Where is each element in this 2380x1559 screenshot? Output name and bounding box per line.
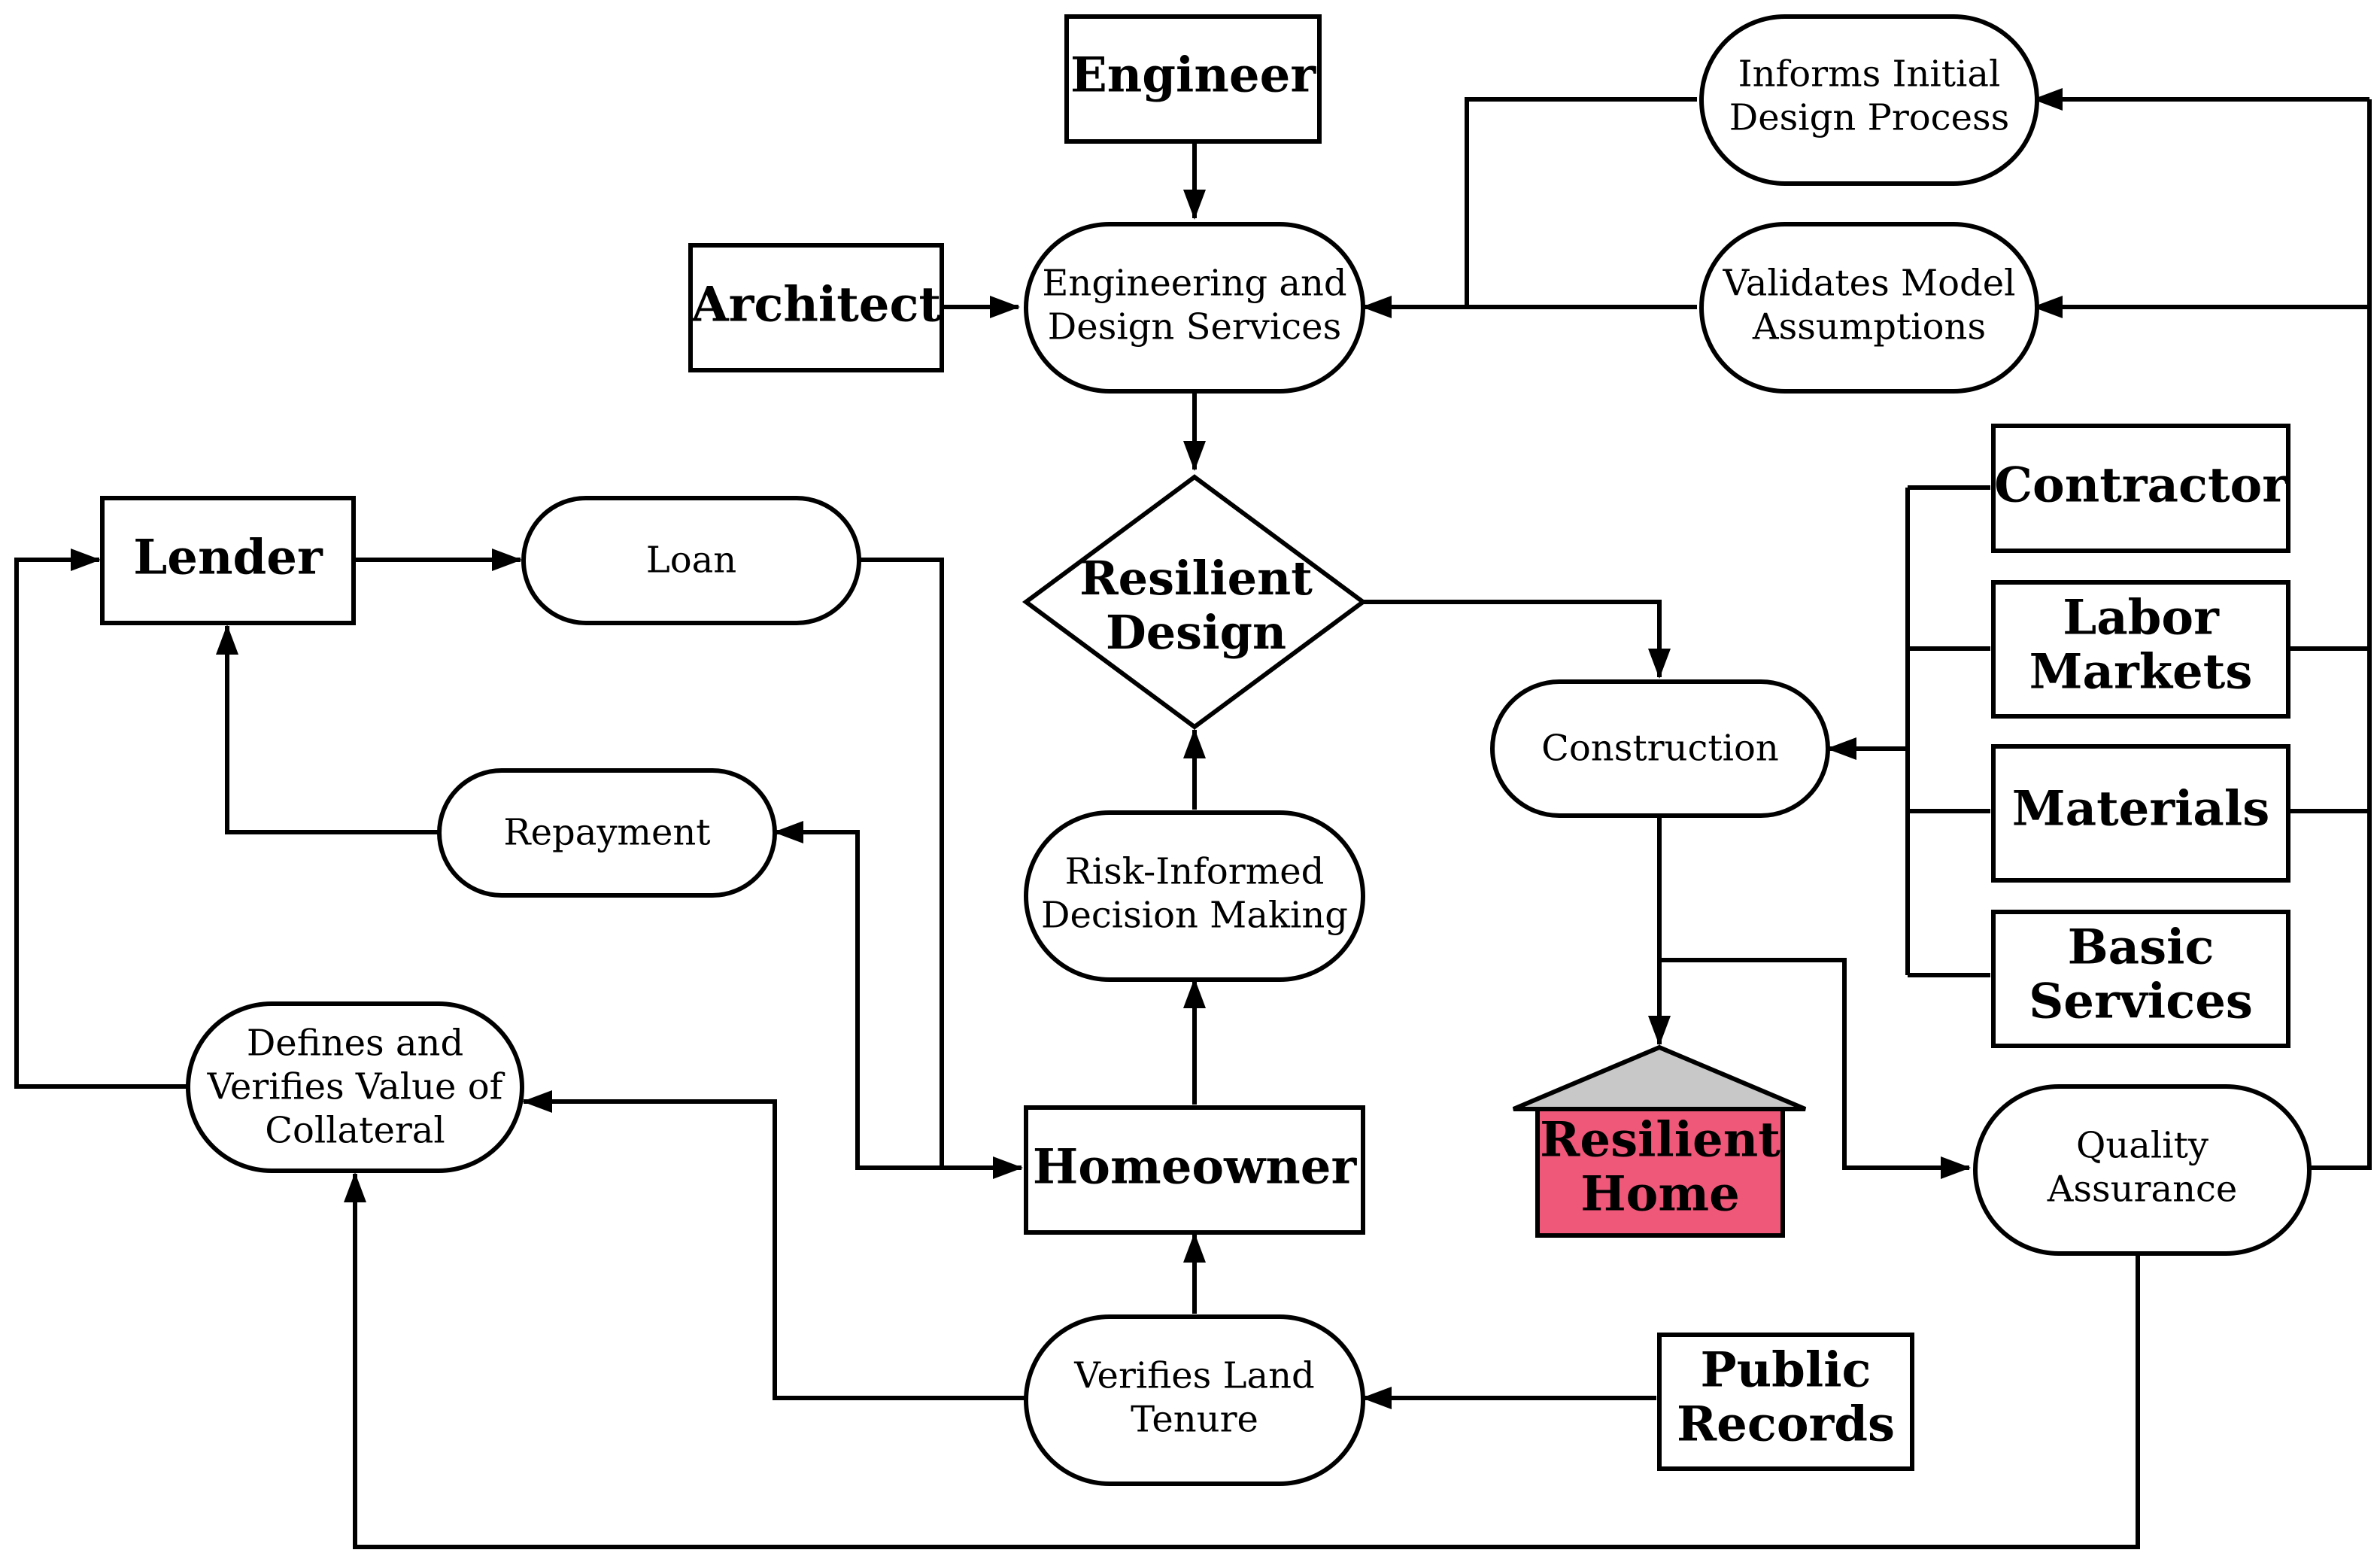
node-resilient-home-line2: Home: [1580, 1166, 1740, 1223]
edge-quality-assurance-to-collateral: [344, 1172, 2140, 1549]
edge-resilient-design-to-construction: [1362, 600, 1671, 679]
node-informs-initial-line1: Informs Initial: [1738, 53, 2001, 96]
edges: [14, 88, 2372, 1549]
node-quality-assurance-line1: Quality: [2076, 1125, 2208, 1167]
node-verifies-land-tenure: Verifies Land Tenure: [1024, 1314, 1365, 1486]
node-engineer-label: Engineer: [1070, 47, 1316, 104]
node-engineering-design-services-line2: Design Services: [1048, 306, 1341, 348]
node-defines-verifies-line1: Defines and: [247, 1023, 463, 1065]
node-engineer: Engineer: [1064, 14, 1322, 144]
node-construction: Construction: [1490, 679, 1830, 818]
node-lender: Lender: [100, 496, 356, 625]
node-quality-assurance-line2: Assurance: [2047, 1168, 2238, 1211]
node-contractor: Contractor: [1991, 424, 2290, 553]
node-risk-informed: Risk-Informed Decision Making: [1024, 810, 1365, 982]
node-contractor-label: Contractor: [1994, 457, 2288, 514]
node-engineering-design-services: Engineering and Design Services: [1024, 222, 1365, 394]
node-resilient-home: Resilient Home: [1512, 1044, 1807, 1238]
node-validates-model-line2: Assumptions: [1752, 306, 1986, 348]
node-validates-model: Validates Model Assumptions: [1699, 222, 2039, 394]
node-verifies-land-line2: Tenure: [1131, 1399, 1258, 1441]
node-quality-assurance: Quality Assurance: [1973, 1084, 2312, 1256]
node-labor-markets-line1: Labor: [2063, 590, 2220, 646]
edge-informs-initial-to-junction: [1465, 97, 1697, 307]
node-labor-markets-line2: Markets: [2029, 644, 2253, 700]
node-public-records-line2: Records: [1677, 1396, 1895, 1453]
edge-homeowner-to-repayment: [773, 821, 942, 1170]
node-informs-initial: Informs Initial Design Process: [1699, 14, 2039, 186]
nodes: Engineer Architect Engineering and Desig…: [100, 14, 2312, 1486]
node-verifies-land-line1: Verifies Land: [1073, 1355, 1314, 1397]
edge-land-tenure-to-collateral: [522, 1090, 1025, 1400]
node-construction-label: Construction: [1541, 728, 1779, 770]
node-repayment: Repayment: [437, 768, 777, 898]
node-resilient-design-line1: Resilient: [1079, 551, 1313, 606]
edge-construction-to-quality-assurance: [1659, 958, 1971, 1179]
node-repayment-label: Repayment: [503, 812, 710, 854]
node-basic-services-line2: Services: [2029, 974, 2253, 1030]
node-loan-label: Loan: [646, 539, 736, 582]
node-homeowner: Homeowner: [1024, 1105, 1365, 1235]
house-body: [1535, 1107, 1785, 1238]
node-homeowner-label: Homeowner: [1033, 1139, 1358, 1196]
edge-quality-assurance-feedback-bus: [2308, 99, 2372, 1170]
node-resilient-design: Resilient Design: [1022, 474, 1368, 730]
node-labor-markets: Labor Markets: [1991, 580, 2290, 719]
node-validates-model-line1: Validates Model: [1722, 263, 2015, 305]
node-risk-informed-line2: Decision Making: [1041, 895, 1348, 937]
house-roof: [1512, 1044, 1807, 1111]
node-defines-verifies-collateral: Defines and Verifies Value of Collateral: [186, 1001, 524, 1173]
node-public-records-line1: Public: [1701, 1342, 1872, 1399]
node-basic-services-line1: Basic: [2068, 919, 2215, 976]
node-informs-initial-line2: Design Process: [1729, 97, 2009, 139]
node-basic-services: Basic Services: [1991, 910, 2290, 1048]
node-risk-informed-line1: Risk-Informed: [1065, 851, 1325, 893]
node-lender-label: Lender: [133, 530, 323, 586]
node-materials: Materials: [1991, 744, 2290, 883]
node-resilient-home-line1: Resilient: [1540, 1112, 1780, 1168]
node-defines-verifies-line2: Verifies Value of: [207, 1066, 505, 1108]
node-loan: Loan: [521, 496, 861, 625]
node-architect: Architect: [688, 243, 944, 372]
edge-loan-to-homeowner: [858, 558, 1023, 1179]
node-architect-label: Architect: [691, 277, 941, 333]
node-defines-verifies-line3: Collateral: [265, 1110, 445, 1152]
edge-repayment-to-lender: [216, 625, 438, 834]
node-materials-label: Materials: [2012, 781, 2269, 837]
node-engineering-design-services-line1: Engineering and: [1042, 263, 1346, 305]
node-public-records: Public Records: [1657, 1333, 1914, 1471]
edge-collateral-to-lender: [14, 549, 187, 1089]
node-resilient-design-line2: Design: [1106, 605, 1286, 660]
